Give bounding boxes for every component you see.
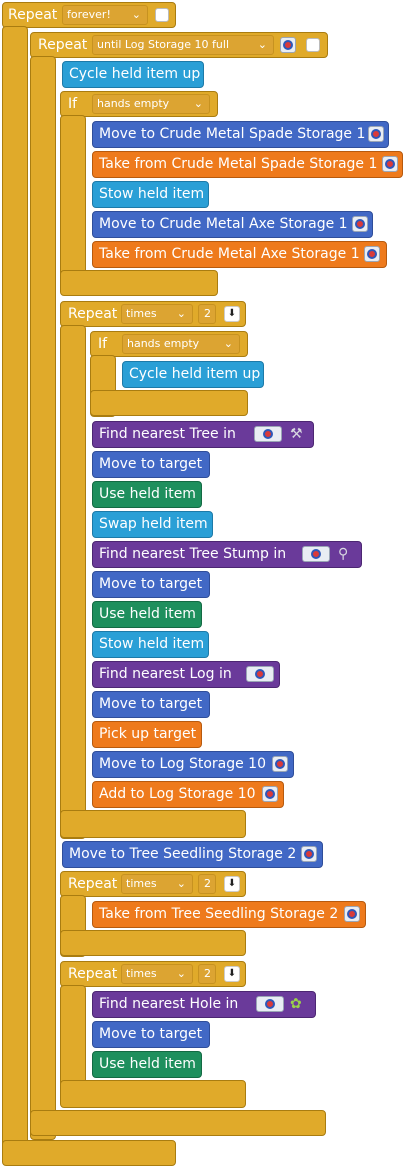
if-label: If: [98, 336, 108, 352]
target-icon[interactable]: [364, 246, 380, 262]
shovel-icon: ⚲: [338, 546, 349, 562]
pick-up-target-block[interactable]: Pick up target: [92, 721, 202, 748]
target-icon[interactable]: [254, 426, 282, 442]
block-label: Take from Tree Seedling Storage 2: [99, 906, 339, 922]
block-label: Take from Crude Metal Axe Storage 1: [99, 246, 360, 262]
chevron-down-icon: ⌄: [193, 97, 203, 110]
take-from-storage-block[interactable]: Take from Crude Metal Spade Storage 1: [92, 151, 403, 178]
repeat-times-footer: [60, 930, 246, 956]
chevron-down-icon: ⌄: [176, 877, 186, 890]
condition-value: hands empty: [97, 97, 170, 110]
add-to-storage-block[interactable]: Add to Log Storage 10: [92, 781, 284, 808]
repeat-count-field[interactable]: 2: [198, 964, 216, 984]
block-label: Move to Crude Metal Axe Storage 1: [99, 216, 348, 232]
repeat-mode-dropdown[interactable]: forever! ⌄: [62, 5, 148, 25]
repeat-until-arm: [30, 56, 56, 1140]
repeat-mode-dropdown[interactable]: times ⌄: [121, 304, 193, 324]
repeat-label: Repeat: [8, 7, 58, 23]
take-from-storage-block[interactable]: Take from Crude Metal Axe Storage 1: [92, 241, 387, 268]
block-label: Find nearest Hole in: [99, 996, 239, 1012]
target-icon[interactable]: [262, 786, 278, 802]
chevron-down-icon: ⌄: [257, 38, 267, 51]
if-arm: [60, 115, 86, 293]
block-label: Move to Crude Metal Spade Storage 1: [99, 126, 366, 142]
move-to-target-block[interactable]: Move to target: [92, 451, 210, 478]
repeat-times-footer: [60, 1080, 246, 1108]
repeat-label: Repeat: [68, 876, 118, 892]
stow-held-item-block[interactable]: Stow held item: [92, 181, 209, 208]
axe-icon: ⚒: [290, 426, 303, 442]
if-footer: [60, 270, 218, 296]
move-to-storage-block[interactable]: Move to Crude Metal Spade Storage 1: [92, 121, 389, 148]
target-icon[interactable]: [344, 906, 360, 922]
arrow-down-icon[interactable]: ⬇: [224, 966, 240, 982]
move-to-storage-block[interactable]: Move to Crude Metal Axe Storage 1: [92, 211, 373, 238]
repeat-mode-value: until Log Storage 10 full: [97, 38, 229, 51]
target-icon[interactable]: [246, 666, 274, 682]
take-from-storage-block[interactable]: Take from Tree Seedling Storage 2: [92, 901, 366, 928]
breakpoint-checkbox[interactable]: [155, 8, 169, 22]
move-to-target-block[interactable]: Move to target: [92, 1021, 210, 1048]
repeat-count-field[interactable]: 2: [198, 874, 216, 894]
use-held-item-block[interactable]: Use held item: [92, 601, 202, 628]
swap-held-item-block[interactable]: Swap held item: [92, 511, 213, 538]
repeat-mode-value: forever!: [67, 8, 111, 21]
block-label: Add to Log Storage 10: [99, 786, 256, 802]
condition-dropdown[interactable]: hands empty ⌄: [92, 94, 210, 114]
repeat-times-arm: [60, 325, 86, 839]
arrow-down-icon[interactable]: ⬇: [224, 876, 240, 892]
find-nearest-block[interactable]: Find nearest Tree Stump in: [92, 541, 362, 568]
move-to-storage-block[interactable]: Move to Log Storage 10: [92, 751, 294, 778]
repeat-forever-footer: [2, 1140, 176, 1166]
condition-value: hands empty: [127, 337, 200, 350]
repeat-label: Repeat: [68, 306, 118, 322]
target-icon[interactable]: [280, 37, 296, 53]
block-label: Move to Tree Seedling Storage 2: [69, 846, 297, 862]
target-icon[interactable]: [382, 156, 398, 172]
block-label: Take from Crude Metal Spade Storage 1: [99, 156, 378, 172]
block-label: Find nearest Log in: [99, 666, 232, 682]
chevron-down-icon: ⌄: [176, 967, 186, 980]
repeat-times-footer: [60, 810, 246, 838]
repeat-label: Repeat: [38, 37, 88, 53]
repeat-until-footer: [30, 1110, 326, 1136]
move-to-target-block[interactable]: Move to target: [92, 691, 210, 718]
block-label: Find nearest Tree Stump in: [99, 546, 287, 562]
target-icon[interactable]: [272, 756, 288, 772]
arrow-down-icon[interactable]: ⬇: [224, 306, 240, 322]
target-icon[interactable]: [302, 546, 330, 562]
repeat-mode-dropdown[interactable]: until Log Storage 10 full ⌄: [92, 35, 274, 55]
repeat-mode-value: times: [126, 877, 157, 890]
stow-held-item-block[interactable]: Stow held item: [92, 631, 209, 658]
block-label: Move to Log Storage 10: [99, 756, 266, 772]
repeat-count-field[interactable]: 2: [198, 304, 216, 324]
move-to-target-block[interactable]: Move to target: [92, 571, 210, 598]
chevron-down-icon: ⌄: [176, 307, 186, 320]
repeat-mode-value: times: [126, 967, 157, 980]
repeat-forever-arm: [2, 26, 28, 1164]
if-label: If: [68, 96, 78, 112]
target-icon[interactable]: [256, 996, 284, 1012]
if-footer: [90, 390, 248, 416]
repeat-mode-dropdown[interactable]: times ⌄: [121, 964, 193, 984]
chevron-down-icon: ⌄: [223, 337, 233, 350]
target-icon[interactable]: [352, 216, 368, 232]
repeat-mode-dropdown[interactable]: times ⌄: [121, 874, 193, 894]
breakpoint-checkbox[interactable]: [306, 38, 320, 52]
move-to-storage-block[interactable]: Move to Tree Seedling Storage 2: [62, 841, 323, 868]
condition-dropdown[interactable]: hands empty ⌄: [122, 334, 240, 354]
block-label: Find nearest Tree in: [99, 426, 236, 442]
use-held-item-block[interactable]: Use held item: [92, 481, 202, 508]
cycle-held-item-block[interactable]: Cycle held item up: [122, 361, 264, 388]
chevron-down-icon: ⌄: [131, 8, 141, 21]
repeat-mode-value: times: [126, 307, 157, 320]
cycle-held-item-block[interactable]: Cycle held item up: [62, 61, 204, 88]
seedling-icon: ✿: [290, 996, 302, 1012]
target-icon[interactable]: [301, 846, 317, 862]
find-nearest-block[interactable]: Find nearest Log in: [92, 661, 280, 688]
repeat-label: Repeat: [68, 966, 118, 982]
target-icon[interactable]: [368, 126, 384, 142]
use-held-item-block[interactable]: Use held item: [92, 1051, 202, 1078]
